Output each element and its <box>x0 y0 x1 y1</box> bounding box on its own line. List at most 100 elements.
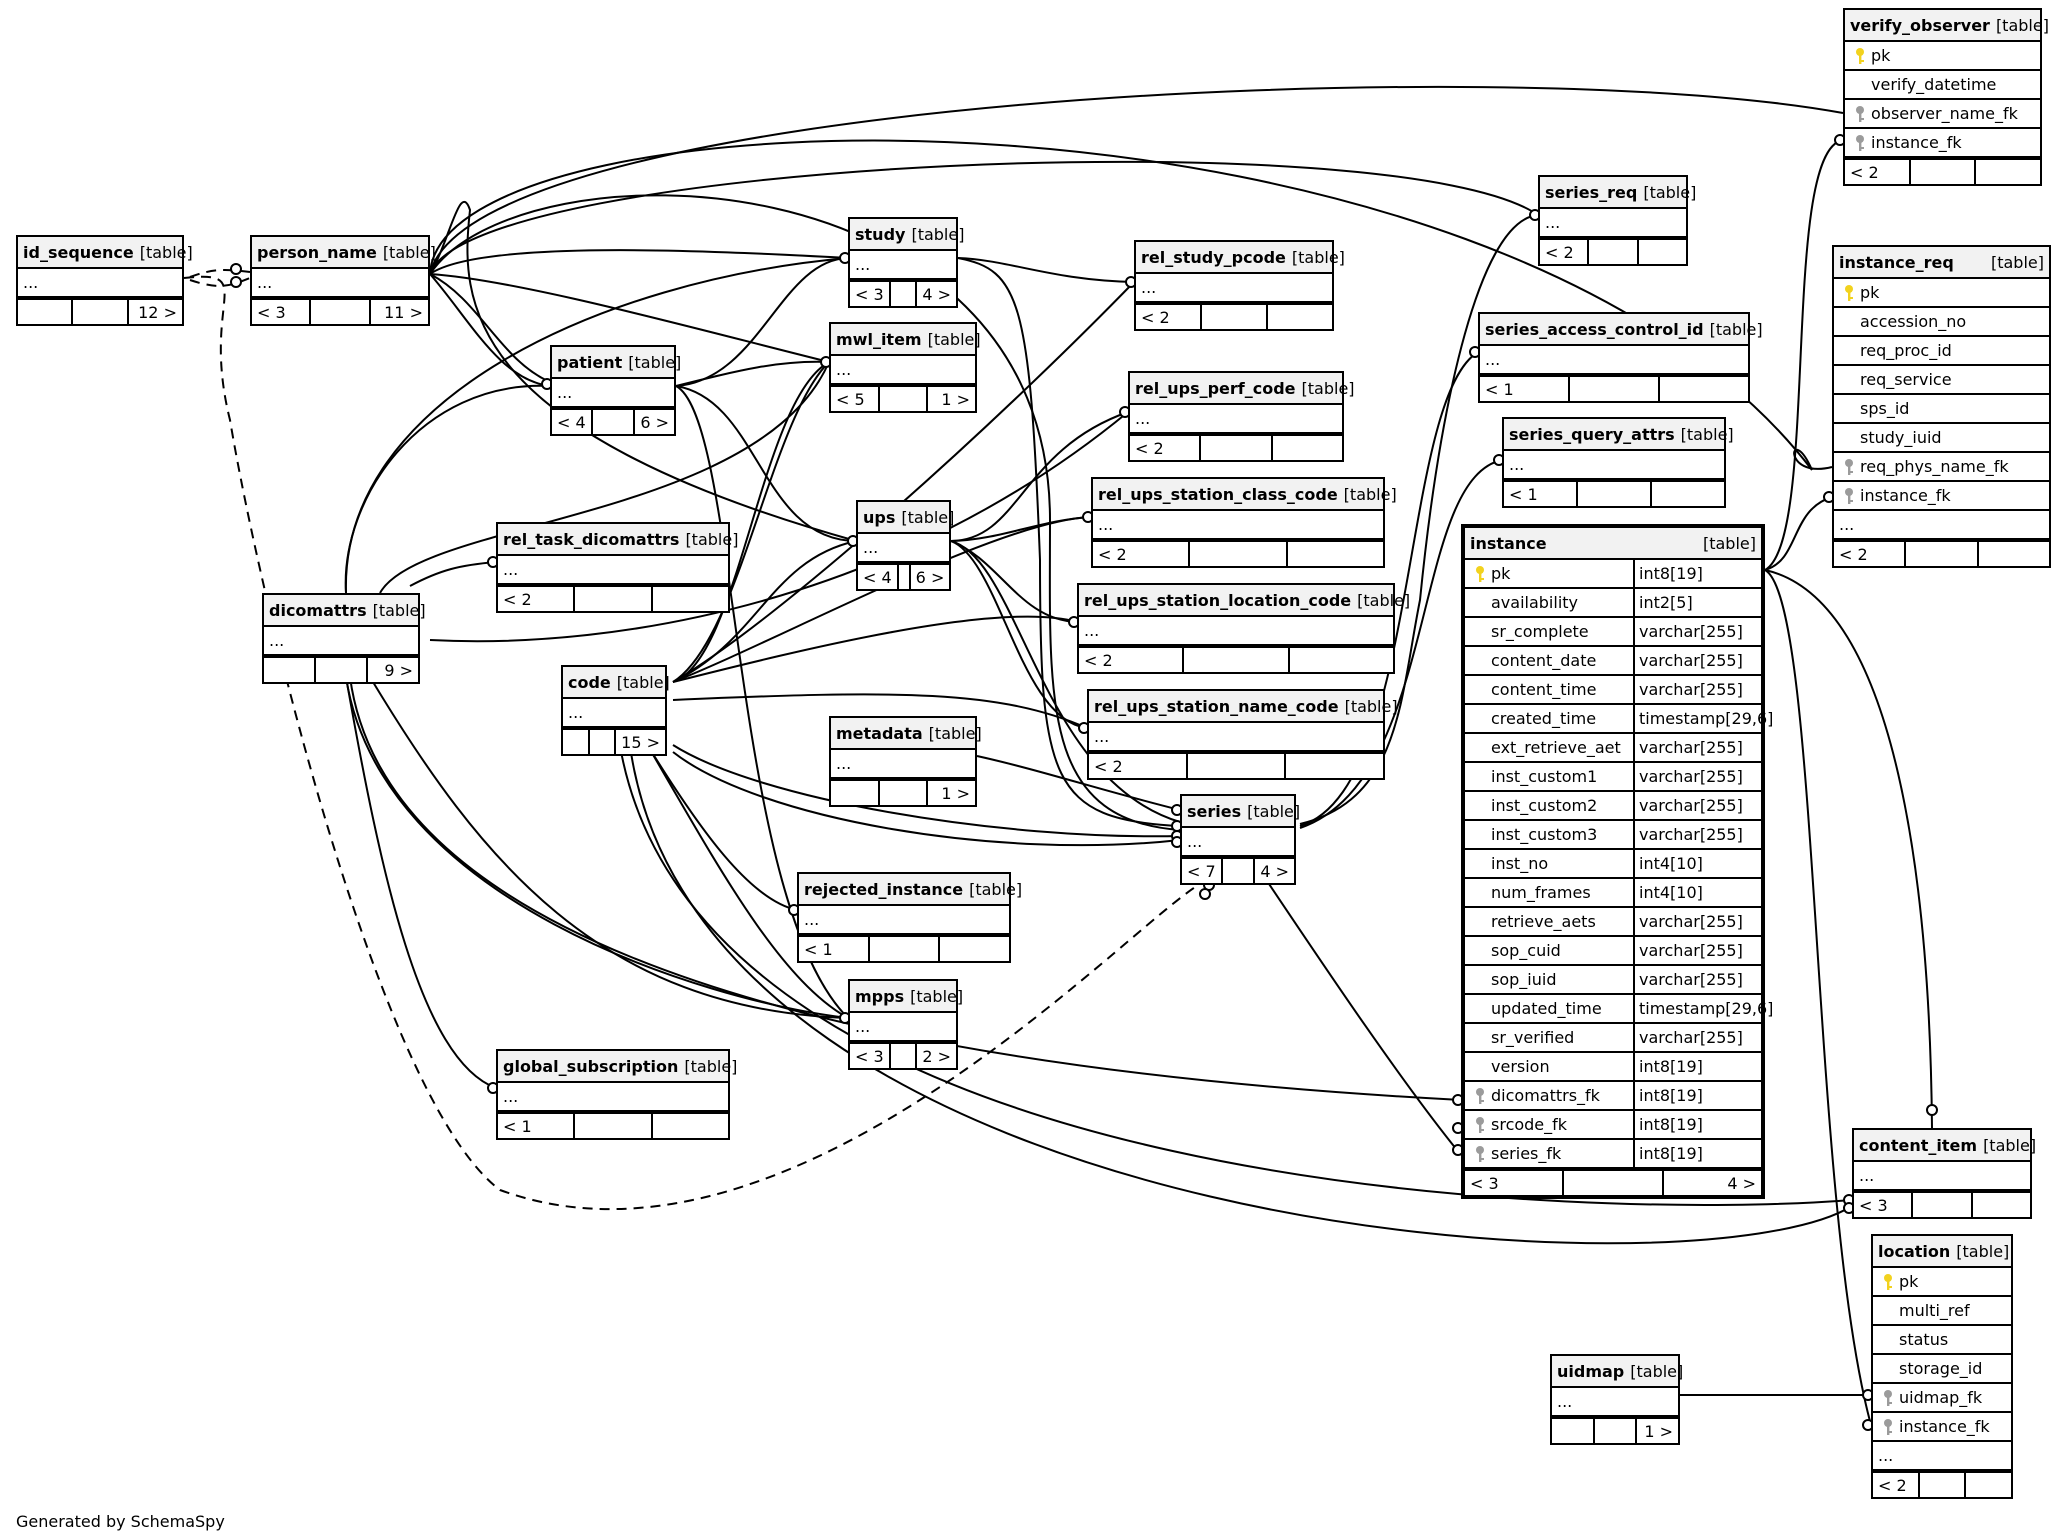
column-name: inst_no <box>1491 854 1549 873</box>
children-count <box>1266 305 1332 329</box>
footer-spacer <box>1592 1419 1636 1443</box>
table-dicomattrs: dicomattrs[table]...9 > <box>262 593 426 684</box>
primary-key-icon <box>1469 565 1491 583</box>
column-name: instance_fk <box>1871 133 1962 152</box>
footer-spacer <box>1220 859 1254 883</box>
relationship-line <box>345 676 497 1089</box>
relationship-line <box>349 676 1462 1101</box>
table-header: rejected_instance[table] <box>799 874 1022 906</box>
table-type: [table] <box>1344 696 1398 716</box>
relationship-line <box>1299 351 1479 827</box>
table-name: series_access_control_id <box>1485 319 1704 339</box>
column-name: updated_time <box>1491 999 1602 1018</box>
table-rel-ups-station-name-code: rel_ups_station_name_code[table]...< 2 <box>1087 689 1398 780</box>
children-count: 4 > <box>1661 1171 1761 1195</box>
column-name: content_date <box>1491 651 1597 670</box>
relationship-line <box>957 257 1135 283</box>
table-type: [table] <box>1301 378 1355 398</box>
relationship-line <box>675 385 857 542</box>
relationship-line <box>647 745 849 1019</box>
table-header: location[table] <box>1873 1236 2011 1268</box>
footer-spacer <box>573 587 650 611</box>
column-row: instance_fk <box>1834 482 2049 511</box>
relationship-count-footer: < 1 <box>1504 480 1724 506</box>
relationship-line <box>429 194 1181 831</box>
relationship-line <box>429 85 1844 275</box>
column-type: varchar[255] <box>1633 676 1761 703</box>
column-row: instance_fk <box>1873 1413 2011 1442</box>
table-name: location <box>1878 1241 1951 1261</box>
column-row: instance_fk <box>1845 129 2040 158</box>
relationship-end-marker <box>1199 888 1211 900</box>
column-type: varchar[255] <box>1633 1024 1761 1051</box>
relationship-line <box>950 516 1092 542</box>
table-type: [table] <box>628 352 682 372</box>
parents-count: < 3 <box>855 284 884 304</box>
table-type: [table] <box>382 242 436 262</box>
parents-count: < 2 <box>1084 650 1113 670</box>
relationship-line <box>1264 877 1462 1156</box>
parents-count: < 5 <box>836 389 865 409</box>
column-type: int8[19] <box>1633 1111 1761 1138</box>
relationship-count-footer: 15 > <box>563 728 665 754</box>
children-count: 6 > <box>632 410 674 434</box>
footer-spacer <box>1568 377 1658 401</box>
relationship-line <box>429 249 849 275</box>
children-count: 2 > <box>915 1044 956 1068</box>
table-type: [table] <box>901 507 955 527</box>
footer-spacer <box>1904 542 1976 566</box>
column-type: int2[5] <box>1633 589 1761 616</box>
table-series-req: series_req[table]...< 2 <box>1538 175 1696 266</box>
column-type: varchar[255] <box>1633 792 1761 819</box>
more-columns-ellipsis: ... <box>850 251 956 280</box>
column-row: pk <box>1845 42 2040 71</box>
footer-spacer <box>1182 648 1287 672</box>
table-name: rel_ups_perf_code <box>1135 378 1296 398</box>
table-code: code[table]...15 > <box>561 665 670 756</box>
relationship-count-footer: 9 > <box>264 656 418 682</box>
relationship-line <box>344 257 849 594</box>
parents-count <box>18 300 71 324</box>
parents-count: < 2 <box>1094 756 1123 776</box>
column-type: varchar[255] <box>1633 647 1761 674</box>
column-name: srcode_fk <box>1491 1115 1568 1134</box>
column-type: int8[19] <box>1633 1053 1761 1080</box>
column-name: created_time <box>1491 709 1597 728</box>
more-columns-ellipsis: ... <box>858 534 949 563</box>
table-rel-ups-station-location-code: rel_ups_station_location_code[table]...<… <box>1077 583 1410 674</box>
column-row: observer_name_fk <box>1845 100 2040 129</box>
relationship-count-footer: < 2 <box>1079 646 1393 672</box>
table-header: content_item[table] <box>1854 1130 2036 1162</box>
table-name: global_subscription <box>503 1056 679 1076</box>
relationship-line <box>189 268 251 278</box>
parents-count <box>563 730 588 754</box>
relationship-line <box>369 676 849 1019</box>
footer-spacer <box>591 410 632 434</box>
parents-count: < 2 <box>1878 1475 1907 1495</box>
column-row: pk <box>1834 279 2049 308</box>
column-type: int8[19] <box>1633 1140 1761 1167</box>
footer-spacer <box>314 658 366 682</box>
table-type: [table] <box>1956 1241 2010 1261</box>
table-header: study[table] <box>850 219 964 251</box>
table-series-access-control-id: series_access_control_id[table]...< 1 <box>1478 312 1763 403</box>
table-name: metadata <box>836 723 923 743</box>
column-row: content_date varchar[255] <box>1465 647 1761 676</box>
column-name: version <box>1491 1057 1550 1076</box>
table-type: [table] <box>1643 182 1697 202</box>
footer-spacer <box>1188 542 1285 566</box>
table-content-item: content_item[table]...< 3 <box>1852 1128 2036 1219</box>
table-type: [table] <box>1983 1135 2037 1155</box>
more-columns-ellipsis: ... <box>252 269 428 298</box>
table-name: study <box>855 224 906 244</box>
table-rel-task-dicomattrs: rel_task_dicomattrs[table]...< 2 <box>496 522 738 613</box>
relationship-line <box>1764 569 1933 1129</box>
table-header: rel_ups_station_location_code[table] <box>1079 585 1410 617</box>
